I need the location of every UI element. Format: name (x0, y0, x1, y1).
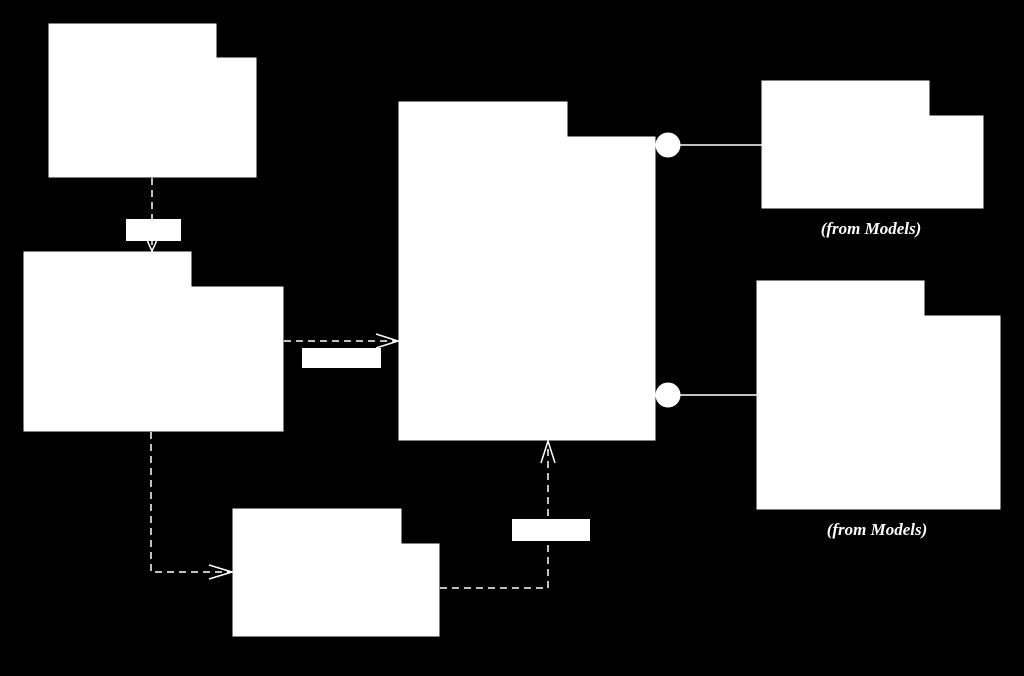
package-right-top (761, 80, 984, 209)
interface-link-right-bottom (655, 382, 757, 408)
interface-link-right-top (655, 132, 762, 158)
interface-lollipop-icon (655, 132, 681, 158)
dependency-mid-left-to-bottom (150, 432, 235, 580)
dependency-stereotype-box (126, 219, 181, 241)
package-center (398, 101, 656, 441)
package-top-left (48, 23, 257, 178)
dependency-top-left-to-mid-left (126, 178, 181, 253)
package-right-bottom-origin-label: (from Models) (827, 520, 928, 539)
package-right-bottom (756, 280, 1001, 510)
dependency-bottom-to-center (440, 438, 590, 589)
dependency-stereotype-box (512, 519, 590, 541)
dependency-mid-left-to-center (284, 333, 401, 368)
interface-lollipop-icon (655, 382, 681, 408)
dependency-stereotype-box (302, 348, 381, 368)
package-right-top-origin-label: (from Models) (821, 219, 922, 238)
package-bottom (232, 508, 440, 637)
package-mid-left (23, 251, 284, 432)
